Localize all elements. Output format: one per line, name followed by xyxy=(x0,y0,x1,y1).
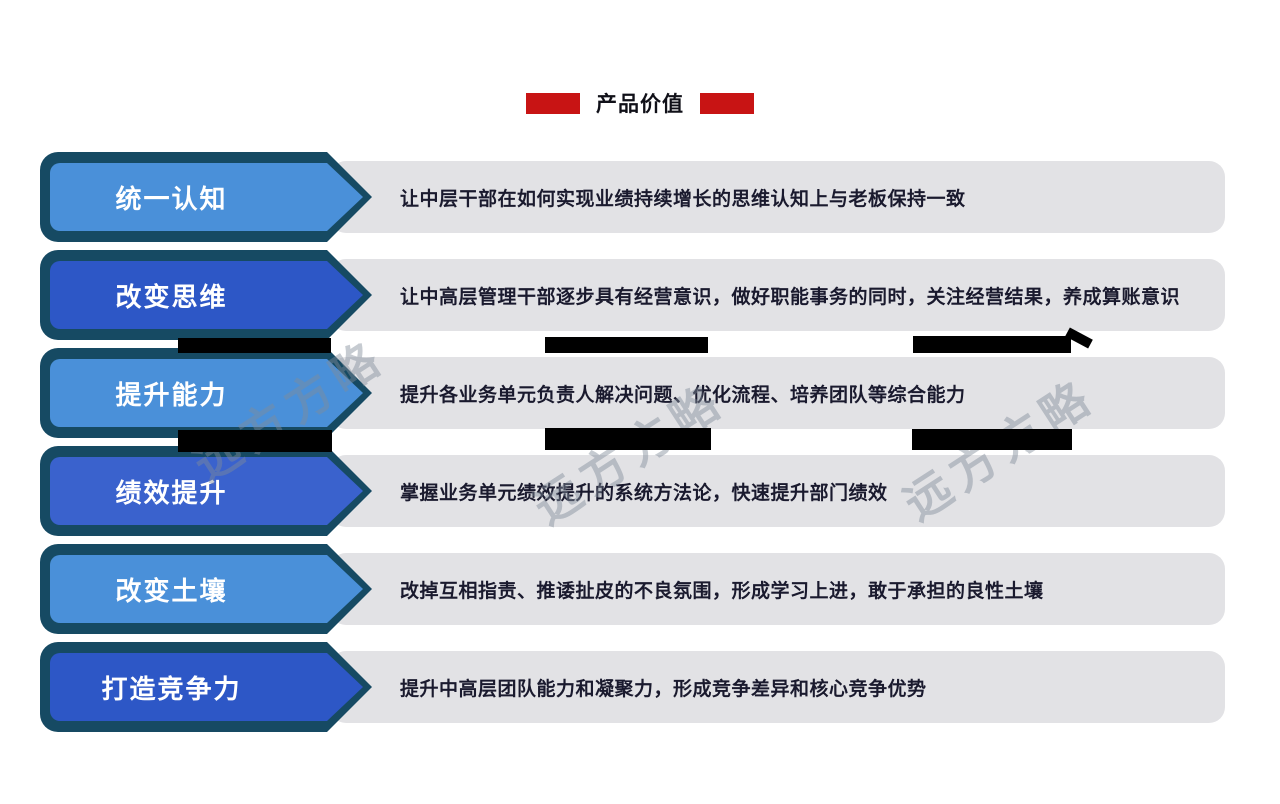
value-row: 改掉互相指责、推诿扯皮的不良氛围，形成学习上进，敢于承担的良性土壤 改变土壤 xyxy=(40,544,1225,634)
redaction-bar xyxy=(913,336,1071,353)
row-description-bar: 让中高层管理干部逐步具有经营意识，做好职能事务的同时，关注经营结果，养成算账意识 xyxy=(330,259,1225,331)
row-arrow: 绩效提升 xyxy=(50,457,363,525)
row-label: 打造竞争力 xyxy=(101,673,242,704)
page-title: 产品价值 xyxy=(596,93,684,116)
row-description: 提升各业务单元负责人解决问题、优化流程、培养团队等综合能力 xyxy=(400,384,966,406)
row-arrow: 改变思维 xyxy=(50,261,363,329)
redaction-bar xyxy=(178,430,332,452)
row-arrow-outline: 绩效提升 xyxy=(40,446,372,536)
title-left-accent-block xyxy=(526,92,580,114)
value-row: 提升中高层团队能力和凝聚力，形成竞争差异和核心竞争优势 打造竞争力 xyxy=(40,642,1225,732)
row-description-bar: 让中层干部在如何实现业绩持续增长的思维认知上与老板保持一致 xyxy=(330,161,1225,233)
row-description: 改掉互相指责、推诿扯皮的不良氛围，形成学习上进，敢于承担的良性土壤 xyxy=(400,580,1044,602)
row-arrow: 统一认知 xyxy=(50,163,363,231)
row-arrow-outline: 改变思维 xyxy=(40,250,372,340)
redaction-bar xyxy=(912,429,1072,450)
row-arrow-outline: 提升能力 xyxy=(40,348,372,438)
row-description-bar: 改掉互相指责、推诿扯皮的不良氛围，形成学习上进，敢于承担的良性土壤 xyxy=(330,553,1225,625)
value-rows: 让中层干部在如何实现业绩持续增长的思维认知上与老板保持一致 统一认知 让中高层管… xyxy=(40,152,1225,740)
redaction-bar xyxy=(545,428,711,450)
row-description: 让中高层管理干部逐步具有经营意识，做好职能事务的同时，关注经营结果，养成算账意识 xyxy=(400,286,1181,308)
row-arrow-outline: 打造竞争力 xyxy=(40,642,372,732)
row-arrow: 提升能力 xyxy=(50,359,363,427)
row-arrow-outline: 改变土壤 xyxy=(40,544,372,634)
row-description: 掌握业务单元绩效提升的系统方法论，快速提升部门绩效 xyxy=(400,482,888,504)
slide-title-row: 产品价值 xyxy=(0,88,1280,118)
title-right-accent-block xyxy=(700,92,754,114)
value-row: 让中层干部在如何实现业绩持续增长的思维认知上与老板保持一致 统一认知 xyxy=(40,152,1225,242)
row-description-bar: 提升中高层团队能力和凝聚力，形成竞争差异和核心竞争优势 xyxy=(330,651,1225,723)
row-label: 改变思维 xyxy=(115,281,228,312)
row-arrow-outline: 统一认知 xyxy=(40,152,372,242)
row-label: 统一认知 xyxy=(115,183,228,214)
row-label: 提升能力 xyxy=(115,379,228,410)
row-arrow: 打造竞争力 xyxy=(50,653,363,721)
value-row: 提升各业务单元负责人解决问题、优化流程、培养团队等综合能力 提升能力 xyxy=(40,348,1225,438)
redaction-bar xyxy=(545,337,708,353)
row-description: 提升中高层团队能力和凝聚力，形成竞争差异和核心竞争优势 xyxy=(400,678,927,700)
row-label: 改变土壤 xyxy=(115,575,228,606)
row-description: 让中层干部在如何实现业绩持续增长的思维认知上与老板保持一致 xyxy=(400,188,966,210)
value-row: 掌握业务单元绩效提升的系统方法论，快速提升部门绩效 绩效提升 xyxy=(40,446,1225,536)
redaction-bar xyxy=(178,338,331,353)
row-arrow: 改变土壤 xyxy=(50,555,363,623)
row-label: 绩效提升 xyxy=(115,477,228,508)
value-row: 让中高层管理干部逐步具有经营意识，做好职能事务的同时，关注经营结果，养成算账意识… xyxy=(40,250,1225,340)
row-description-bar: 提升各业务单元负责人解决问题、优化流程、培养团队等综合能力 xyxy=(330,357,1225,429)
row-description-bar: 掌握业务单元绩效提升的系统方法论，快速提升部门绩效 xyxy=(330,455,1225,527)
